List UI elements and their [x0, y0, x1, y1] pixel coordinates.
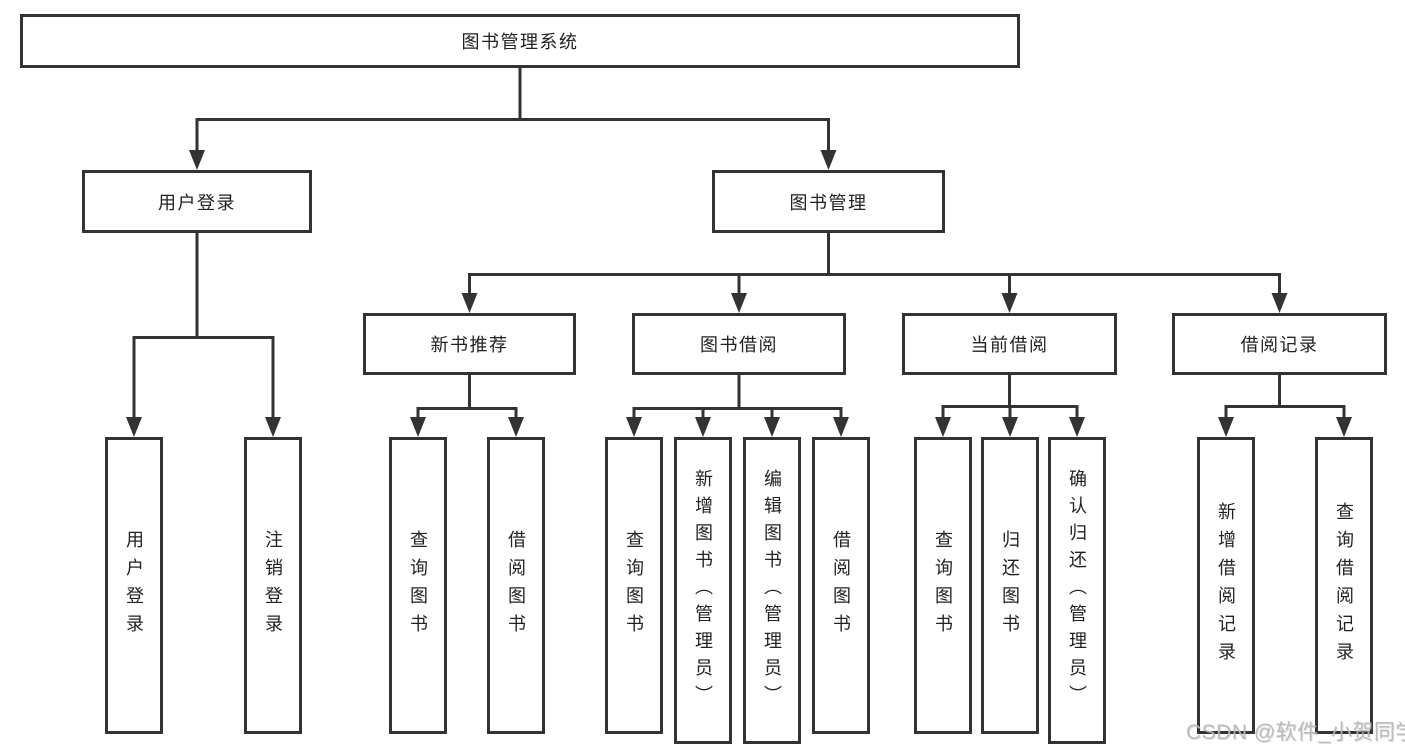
- node-new-book-recommend-label: 新书推荐: [430, 335, 509, 355]
- node-current-borrow-label: 当前借阅: [970, 335, 1049, 355]
- connector-book-management-branch: [461, 232, 1288, 313]
- node-root-label: 图书管理系统: [461, 32, 579, 52]
- leaf-add-borrow-record-label: 新增借阅记录: [1216, 501, 1236, 670]
- leaf-logout: 注销登录: [244, 437, 302, 734]
- node-current-borrow: 当前借阅: [902, 313, 1117, 375]
- node-book-management-label: 图书管理: [789, 192, 868, 213]
- node-user-login: 用户登录: [82, 170, 312, 233]
- leaf-query-books-current: 查询图书: [914, 437, 972, 734]
- node-borrow-records-label: 借阅记录: [1240, 335, 1319, 355]
- leaf-query-borrow-record: 查询借阅记录: [1315, 437, 1373, 734]
- leaf-confirm-return-admin-label: 确认归还（管理员）: [1067, 469, 1087, 712]
- leaf-user-login: 用户登录: [105, 437, 163, 734]
- node-book-borrow-label: 图书借阅: [700, 335, 778, 355]
- leaf-user-login-label: 用户登录: [124, 529, 144, 642]
- leaf-logout-label: 注销登录: [263, 529, 283, 642]
- leaf-query-borrow-record-label: 查询借阅记录: [1334, 501, 1354, 670]
- connector-new-book-branch: [410, 375, 524, 437]
- leaf-query-books-recommend-label: 查询图书: [408, 529, 428, 642]
- connector-root-to-level2: [189, 68, 837, 170]
- leaf-return-book-label: 归还图书: [1000, 529, 1020, 642]
- leaf-borrow-books-recommend-label: 借阅图书: [506, 529, 526, 642]
- connector-book-borrow-branch: [626, 375, 849, 437]
- node-user-login-label: 用户登录: [158, 192, 236, 213]
- node-book-management: 图书管理: [712, 170, 945, 233]
- leaf-add-book-admin-label: 新增图书（管理员）: [693, 469, 713, 712]
- leaf-add-borrow-record: 新增借阅记录: [1197, 437, 1255, 734]
- leaf-borrow-books-label: 借阅图书: [831, 529, 851, 642]
- leaf-query-books-current-label: 查询图书: [933, 529, 953, 642]
- leaf-borrow-books-recommend: 借阅图书: [487, 437, 545, 734]
- leaf-query-books-borrow-label: 查询图书: [624, 529, 644, 642]
- leaf-edit-book-admin-label: 编辑图书（管理员）: [762, 469, 782, 712]
- connector-borrow-records-branch: [1218, 375, 1352, 437]
- node-borrow-records: 借阅记录: [1172, 313, 1387, 375]
- leaf-add-book-admin: 新增图书（管理员）: [674, 437, 732, 744]
- node-root-system: 图书管理系统: [20, 14, 1020, 68]
- csdn-watermark: CSDN @软件_小贺同学: [1186, 721, 1405, 744]
- leaf-confirm-return-admin: 确认归还（管理员）: [1048, 437, 1106, 744]
- leaf-query-books-recommend: 查询图书: [389, 437, 447, 734]
- connector-user-login-branch: [126, 232, 281, 437]
- leaf-borrow-books: 借阅图书: [812, 437, 870, 734]
- connector-current-borrow-branch: [935, 375, 1085, 437]
- leaf-edit-book-admin: 编辑图书（管理员）: [743, 437, 801, 744]
- node-new-book-recommend: 新书推荐: [363, 313, 576, 375]
- leaf-return-book: 归还图书: [981, 437, 1039, 734]
- node-book-borrow: 图书借阅: [632, 313, 846, 375]
- leaf-query-books-borrow: 查询图书: [605, 437, 663, 734]
